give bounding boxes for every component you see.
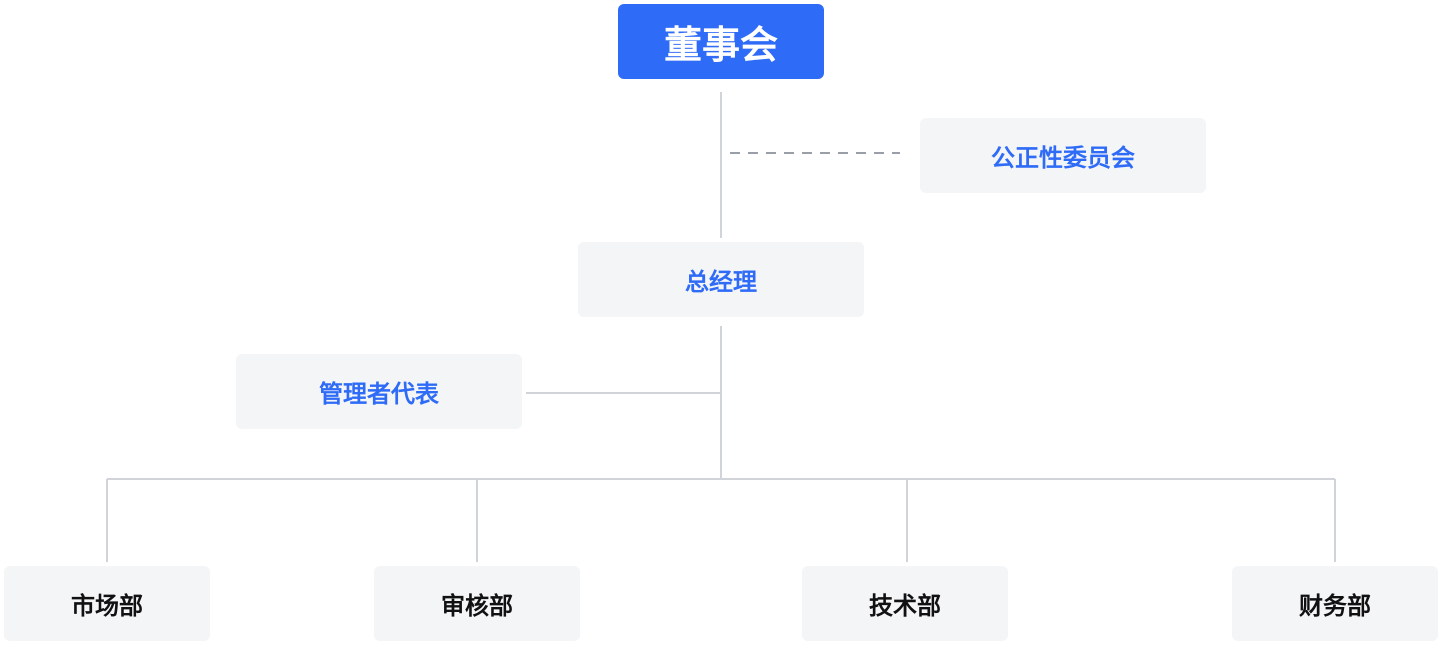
department-label: 市场部 xyxy=(71,592,143,620)
board-node: 董事会 xyxy=(618,4,824,79)
board-label: 董事会 xyxy=(663,23,778,67)
committee-label: 公正性委员会 xyxy=(991,144,1135,172)
general-manager-label: 总经理 xyxy=(685,268,757,296)
department-node-market: 市场部 xyxy=(4,566,210,641)
department-node-audit: 审核部 xyxy=(374,566,580,641)
management-rep-label: 管理者代表 xyxy=(319,380,439,408)
impartiality-committee-node: 公正性委员会 xyxy=(920,118,1206,193)
department-label: 审核部 xyxy=(441,592,513,620)
department-node-finance: 财务部 xyxy=(1232,566,1438,641)
department-node-tech: 技术部 xyxy=(802,566,1008,641)
department-label: 技术部 xyxy=(869,592,941,620)
department-label: 财务部 xyxy=(1299,592,1371,620)
management-rep-node: 管理者代表 xyxy=(236,354,522,429)
general-manager-node: 总经理 xyxy=(578,242,864,317)
